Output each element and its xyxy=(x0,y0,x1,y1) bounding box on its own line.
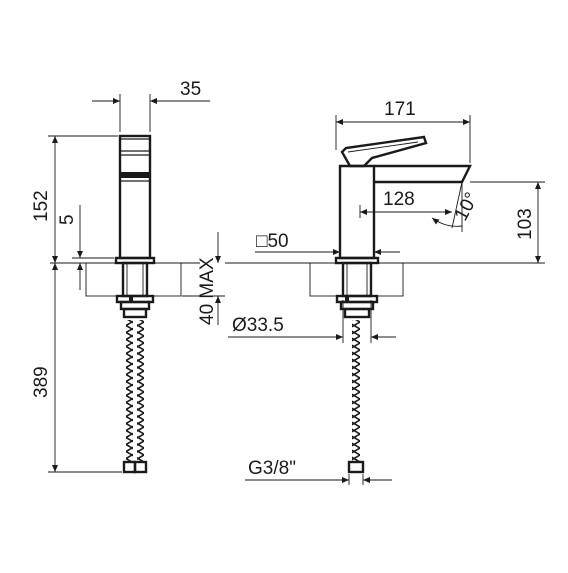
side-view: 35 152 5 389 40 MAX xyxy=(31,79,225,474)
dim-connection-thread: G3/8" xyxy=(248,458,296,479)
faucet-handle xyxy=(340,135,428,168)
countertop-section-right xyxy=(309,262,404,297)
dim-body-square: □50 xyxy=(256,231,289,252)
dim-hose-length: 389 xyxy=(31,366,52,398)
supply-hose-front xyxy=(352,320,360,462)
dim-base-height: 5 xyxy=(57,214,78,225)
front-view: 171 128 10° 103 □50 Ø33.5 G3/8" xyxy=(225,99,545,485)
faucet-body-side xyxy=(118,134,152,260)
dim-spout-projection: 128 xyxy=(383,189,415,210)
dim-spout-angle: 10° xyxy=(451,189,483,224)
dim-hole-diameter: Ø33.5 xyxy=(232,315,284,336)
dim-spout-reach: 171 xyxy=(384,99,416,120)
dim-mount-thickness: 40 MAX xyxy=(197,257,218,325)
supply-hose-left-b xyxy=(137,320,144,462)
countertop-section-left xyxy=(85,262,182,297)
dim-side-width: 35 xyxy=(180,79,201,100)
supply-hose-left-a xyxy=(126,320,133,462)
faucet-spout xyxy=(374,164,472,184)
dim-total-height: 152 xyxy=(31,190,52,222)
dim-spout-height: 103 xyxy=(515,208,536,240)
